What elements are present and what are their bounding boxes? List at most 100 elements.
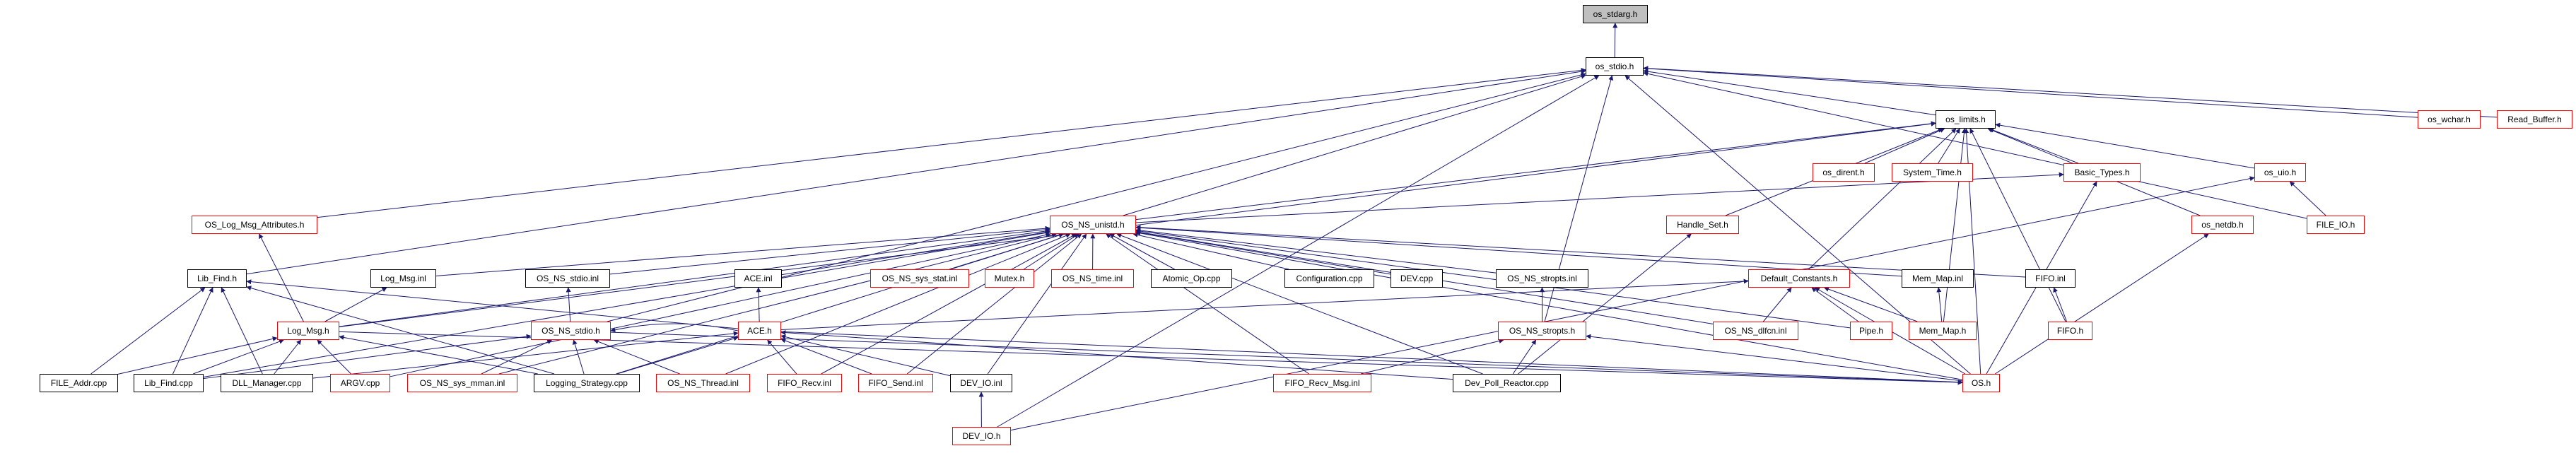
node-os-ns-stropts-inl[interactable]: OS_NS_stropts.inl (1496, 269, 1588, 288)
edge-FILE_Addr_cpp-to-Lib_Find_h (90, 287, 206, 375)
node-basic-types-h[interactable]: Basic_Types.h (2063, 163, 2141, 182)
edge-Logging_Strategy_cpp-to-OS_NS_stdio_h (572, 339, 585, 375)
edge-OS_h-to-OS_NS_unistd_h (1135, 230, 1963, 380)
edge-OS_NS_unistd_h-to-Basic_Types_h (1135, 172, 2064, 223)
edge-Dev_Poll_Reactor_cpp-to-OS_NS_unistd_h (1116, 233, 1483, 375)
edge-Basic_Types_h-to-os_limits_h (1989, 128, 2079, 164)
node-os-netdb-h[interactable]: os_netdb.h (2191, 216, 2254, 234)
edge-os_limits_h-to-os_stdio_h (1643, 69, 1936, 116)
node-os-ns-stdio-inl[interactable]: OS_NS_stdio.inl (525, 269, 610, 288)
edge-ACE_h-to-Default_Constants_h (780, 278, 1749, 330)
node-fifo-recv-inl[interactable]: FIFO_Recv.inl (767, 374, 842, 392)
node-atomic-op-cpp[interactable]: Atomic_Op.cpp (1151, 269, 1232, 288)
edge-ACE_h-to-OS_h (780, 331, 1963, 385)
edge-Lib_Find_cpp-to-Log_Msg_h (193, 339, 284, 375)
edge-Read_Buffer_h-to-os_stdio_h (1643, 66, 2498, 118)
node-lib-find-h[interactable]: Lib_Find.h (187, 269, 247, 288)
edge-ACE_h-to-Lib_Find_h (246, 279, 739, 329)
node-os-ns-sys-mman-inl[interactable]: OS_NS_sys_mman.inl (407, 374, 517, 392)
node-mem-map-h[interactable]: Mem_Map.h (1909, 322, 1977, 340)
node-file-addr-cpp[interactable]: FILE_Addr.cpp (40, 374, 118, 392)
edge-Lib_Find_cpp-to-Lib_Find_h (172, 287, 213, 375)
edge-ACE_inl-to-OS_NS_unistd_h (781, 230, 1050, 276)
edge-OS_NS_stdio_inl-to-OS_NS_unistd_h (609, 227, 1050, 275)
node-os-ns-time-inl[interactable]: OS_NS_time.inl (1051, 269, 1134, 288)
node-ace-inl[interactable]: ACE.inl (734, 269, 782, 288)
edge-OS_NS_dlfcn_inl-to-Default_Constants_h (1762, 287, 1792, 322)
edge-Pipe_h-to-Default_Constants_h (1811, 287, 1859, 322)
edge-FIFO_Recv_inl-to-ACE_h (767, 339, 797, 375)
node-os-dirent-h[interactable]: os_dirent.h (1813, 163, 1875, 182)
edge-Logging_Strategy_cpp-to-Lib_Find_h (246, 286, 555, 375)
node-dev-cpp[interactable]: DEV.cpp (1391, 269, 1443, 288)
node-os-wchar-h[interactable]: os_wchar.h (2418, 110, 2481, 129)
edge-OS_h-to-os_netdb_h (1995, 233, 2209, 375)
edge-FIFO_Recv_Msg_inl-to-OS_NS_stropts_h (1361, 339, 1504, 375)
edge-Lib_Find_cpp-to-OS_NS_stdio_h (203, 334, 532, 380)
edge-Mem_Map_h-to-Mem_Map_inl (1936, 287, 1943, 322)
node-dll-manager-cpp[interactable]: DLL_Manager.cpp (221, 374, 313, 392)
node-os-uio-h[interactable]: os_uio.h (2254, 163, 2306, 182)
node-pipe-h[interactable]: Pipe.h (1850, 322, 1892, 340)
edge-Log_Msg_h-to-Log_Msg_inl (324, 287, 387, 322)
node-file-io-h[interactable]: FILE_IO.h (2307, 216, 2365, 234)
edge-Log_Msg_inl-to-OS_NS_unistd_h (435, 225, 1050, 276)
edge-Log_Msg_h-to-OS_NS_unistd_h (339, 228, 1050, 327)
edge-DLL_Manager_cpp-to-ACE_h (312, 331, 739, 379)
edge-Dev_Poll_Reactor_cpp-to-Handle_Set_h (1518, 233, 1692, 375)
edge-OS_NS_Thread_inl-to-OS_NS_unistd_h (725, 233, 1071, 375)
node-fifo-recv-msg-inl[interactable]: FIFO_Recv_Msg.inl (1273, 374, 1371, 392)
node-os-ns-unistd-h[interactable]: OS_NS_unistd.h (1050, 216, 1136, 234)
node-system-time-h[interactable]: System_Time.h (1892, 163, 1973, 182)
node-os-ns-sys-stat-inl[interactable]: OS_NS_sys_stat.inl (870, 269, 969, 288)
edge-OS_NS_unistd_h-to-os_stdio_h (1123, 74, 1586, 216)
node-os-ns-stropts-h[interactable]: OS_NS_stropts.h (1498, 322, 1586, 340)
edge-os_uio_h-to-os_limits_h (1995, 122, 2255, 169)
edge-OS_NS_stropts_inl-to-OS_NS_unistd_h (1135, 228, 1497, 274)
node-os-stdarg-h: os_stdarg.h (1583, 5, 1648, 23)
edge-Pipe_h-to-OS_NS_unistd_h (1135, 228, 1851, 329)
node-handle-set-h[interactable]: Handle_Set.h (1666, 216, 1739, 234)
node-mutex-h[interactable]: Mutex.h (985, 269, 1034, 288)
edge-Default_Constants_h-to-os_limits_h (1808, 128, 1957, 270)
node-os-h[interactable]: OS.h (1962, 374, 2000, 392)
edge-ACE_h-to-OS_NS_stdio_h (610, 323, 739, 333)
node-os-log-msg-attributes-h[interactable]: OS_Log_Msg_Attributes.h (192, 216, 317, 234)
node-os-ns-dlfcn-inl[interactable]: OS_NS_dlfcn.inl (1713, 322, 1798, 340)
node-fifo-h[interactable]: FIFO.h (2048, 322, 2092, 340)
edge-Logging_Strategy_cpp-to-OS_NS_unistd_h (616, 233, 1065, 375)
node-ace-h[interactable]: ACE.h (738, 322, 781, 340)
node-read-buffer-h[interactable]: Read_Buffer.h (2497, 110, 2572, 129)
edge-DEV_IO_h-to-os_uio_h (1010, 176, 2255, 431)
node-configuration-cpp[interactable]: Configuration.cpp (1284, 269, 1374, 288)
edge-DEV_IO_inl-to-ACE_h (780, 334, 951, 377)
edge-Configuration_cpp-to-OS_NS_unistd_h (1132, 232, 1289, 270)
node-log-msg-h[interactable]: Log_Msg.h (277, 322, 339, 340)
edge-DLL_Manager_cpp-to-Log_Msg_h (274, 339, 302, 375)
node-os-limits-h[interactable]: os_limits.h (1936, 110, 1996, 129)
node-dev-io-h[interactable]: DEV_IO.h (952, 427, 1011, 445)
edge-OS_NS_stropts_h-to-os_stdio_h (1544, 75, 1614, 322)
node-log-msg-inl[interactable]: Log_Msg.inl (370, 269, 436, 288)
edge-DEV_IO_inl-to-OS_NS_unistd_h (987, 233, 1087, 375)
edge-FIFO_Send_inl-to-ACE_h (780, 338, 872, 375)
edge-OS_h-to-OS_NS_stropts_h (1586, 334, 1963, 382)
edge-FIFO_Send_inl-to-OS_NS_unistd_h (906, 233, 1082, 375)
node-lib-find-cpp[interactable]: Lib_Find.cpp (134, 374, 204, 392)
node-dev-poll-reactor-cpp[interactable]: Dev_Poll_Reactor.cpp (1453, 374, 1561, 392)
node-logging-strategy-cpp[interactable]: Logging_Strategy.cpp (534, 374, 640, 392)
edge-ARGV_cpp-to-Log_Msg_h (317, 339, 351, 375)
edge-System_Time_h-to-os_limits_h (1938, 128, 1960, 164)
node-dev-io-inl[interactable]: DEV_IO.inl (950, 374, 1012, 392)
node-os-ns-stdio-h[interactable]: OS_NS_stdio.h (531, 322, 611, 340)
node-mem-map-inl[interactable]: Mem_Map.inl (1902, 269, 1974, 288)
node-argv-cpp[interactable]: ARGV.cpp (330, 374, 390, 392)
edge-OS_NS_stdio_h-to-OS_h (610, 331, 1963, 385)
node-os-stdio-h[interactable]: os_stdio.h (1586, 57, 1644, 76)
node-fifo-send-inl[interactable]: FIFO_Send.inl (858, 374, 933, 392)
edge-Lib_Find_cpp-to-OS_NS_unistd_h (203, 230, 1050, 378)
edge-OS_NS_stdio_h-to-OS_NS_stdio_inl (566, 287, 571, 322)
node-fifo-inl[interactable]: FIFO.inl (2025, 269, 2076, 288)
node-default-constants-h[interactable]: Default_Constants.h (1748, 269, 1850, 288)
node-os-ns-thread-inl[interactable]: OS_NS_Thread.inl (656, 374, 750, 392)
